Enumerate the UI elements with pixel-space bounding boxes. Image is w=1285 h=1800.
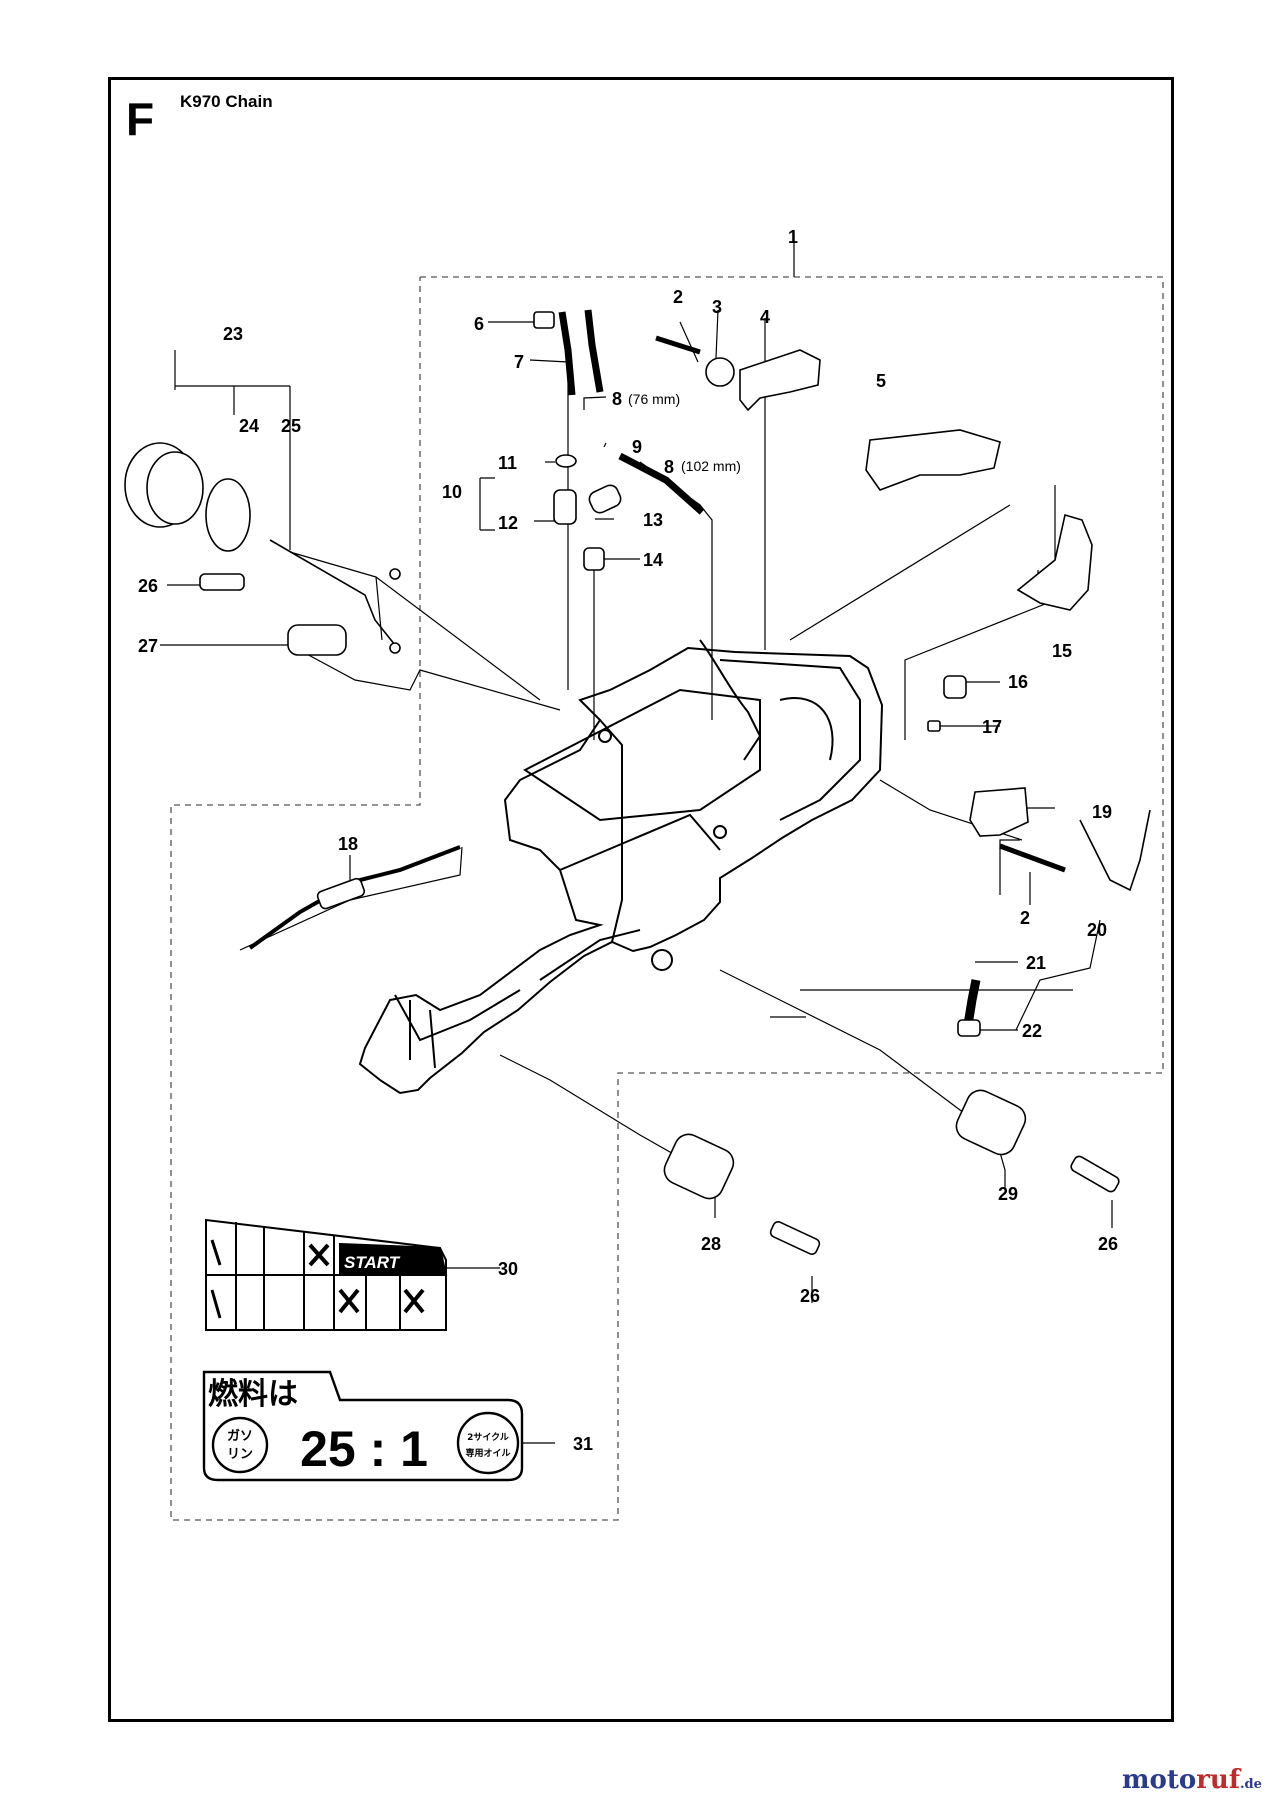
callout-5: 5 — [876, 371, 886, 391]
part-16-knob — [943, 675, 967, 699]
part-7-hose — [558, 311, 576, 396]
start-label: START — [344, 1253, 401, 1272]
callout-13: 13 — [643, 510, 663, 530]
parts — [124, 309, 1151, 1255]
part-23-cap-inner — [146, 451, 204, 525]
callout-24: 24 — [239, 416, 259, 436]
part-2-pin — [655, 335, 701, 355]
callout-26-right: 26 — [1098, 1234, 1118, 1254]
part-2-lower-pin — [999, 843, 1066, 873]
part-24-seal — [205, 478, 251, 552]
watermark-brand-a: moto — [1122, 1765, 1197, 1795]
section-letter: F — [126, 93, 155, 145]
part-26-screw-right — [1070, 1155, 1120, 1193]
callout-1: 1 — [788, 227, 798, 247]
part-6-clip — [533, 311, 555, 329]
callout-22: 22 — [1022, 1021, 1042, 1041]
callout-17: 17 — [982, 717, 1002, 737]
left-badge-line-2: リン — [227, 1447, 253, 1462]
part-26-screw-bottom — [769, 1221, 821, 1255]
part-8-hose-long — [618, 452, 705, 515]
callout-10: 10 — [442, 482, 462, 502]
callout-31: 31 — [573, 1434, 593, 1454]
crankcase-housing — [358, 639, 884, 1095]
part-8-hose — [584, 309, 604, 393]
dimension-76mm: (76 mm) — [628, 391, 680, 407]
callout-3: 3 — [712, 297, 722, 317]
callout-labels: 1 2 3 4 5 6 7 8 (76 mm) 9 8 (102 mm) 10 … — [138, 227, 1118, 1454]
part-14-valve — [583, 547, 605, 571]
model-title: K970 Chain — [180, 92, 273, 111]
callout-20: 20 — [1087, 920, 1107, 940]
fuel-heading: 燃料は — [208, 1377, 298, 1412]
callout-30: 30 — [498, 1259, 518, 1279]
part-12-fuel-filter — [553, 489, 577, 525]
callout-26-bottom: 26 — [800, 1286, 820, 1306]
callout-14: 14 — [643, 550, 663, 570]
fuel-ratio: 25 : 1 — [300, 1421, 428, 1477]
callout-11: 11 — [498, 453, 517, 473]
decal-31-fuel-ratio: 燃料は ガソ リン 25 : 1 2サイクル 専用オイル — [202, 1370, 524, 1482]
callout-9: 9 — [632, 437, 642, 457]
watermark-brand-b: ruf — [1196, 1765, 1241, 1795]
left-badge-line-1: ガソ — [227, 1429, 253, 1444]
watermark-tld: .de — [1240, 1777, 1262, 1792]
part-15-side-cover — [1016, 513, 1093, 611]
callout-19: 19 — [1092, 802, 1112, 822]
part-11-filter-cap — [555, 454, 577, 468]
part-29-av-spring — [955, 1089, 1027, 1156]
part-19-lever — [969, 787, 1029, 837]
callout-7: 7 — [514, 352, 524, 372]
callout-16: 16 — [1008, 672, 1028, 692]
callout-23: 23 — [223, 324, 243, 344]
part-4-trigger — [739, 349, 821, 412]
right-badge-line-2: 専用オイル — [465, 1447, 510, 1459]
callout-18: 18 — [338, 834, 358, 854]
right-badge-line-1: 2サイクル — [467, 1432, 509, 1443]
callout-6: 6 — [474, 314, 484, 334]
part-3-spring — [705, 357, 735, 387]
callout-15: 15 — [1052, 641, 1072, 661]
dimension-102mm: (102 mm) — [681, 458, 741, 474]
part-13-elbow — [588, 484, 622, 514]
part-26-screw — [199, 573, 245, 591]
part-5-cover — [865, 429, 1001, 491]
callout-26-topleft: 26 — [138, 576, 158, 596]
part-21-hose — [963, 979, 981, 1026]
callout-28: 28 — [701, 1234, 721, 1254]
callout-2-lower: 2 — [1020, 908, 1030, 928]
decal-30-start-label: START — [205, 1218, 448, 1331]
callout-25: 25 — [281, 416, 301, 436]
assembly-boundary — [170, 276, 1164, 1521]
callout-27: 27 — [138, 636, 158, 656]
watermark: motoruf.de — [1122, 1765, 1262, 1795]
callout-4: 4 — [760, 307, 770, 327]
part-17-screw — [927, 720, 941, 732]
callout-21: 21 — [1026, 953, 1046, 973]
part-20-spring — [1079, 809, 1151, 892]
part-28-av-spring — [663, 1133, 735, 1200]
diagram-frame — [108, 77, 1174, 1722]
part-25-strap — [269, 539, 396, 646]
callout-2: 2 — [673, 287, 683, 307]
part-22-grommet — [957, 1019, 981, 1037]
callout-8b: 8 — [664, 457, 674, 477]
callout-12: 12 — [498, 513, 518, 533]
callout-8a: 8 — [612, 389, 622, 409]
part-27-av-spring — [287, 624, 347, 656]
callout-29: 29 — [998, 1184, 1018, 1204]
